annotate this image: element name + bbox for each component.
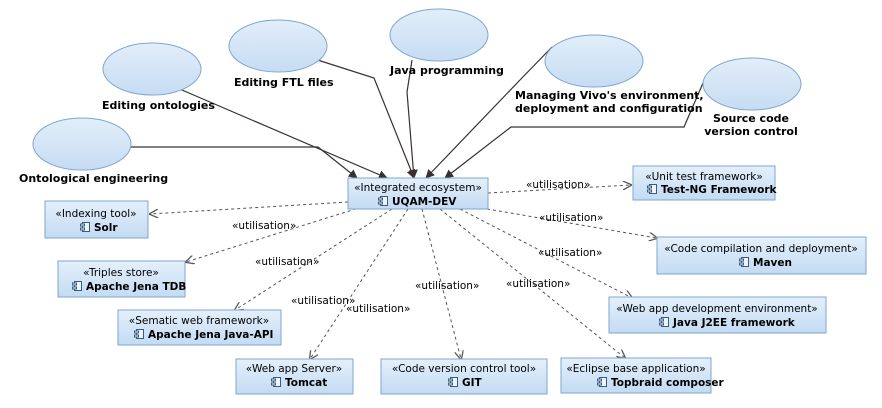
component-box bbox=[57, 260, 186, 298]
actor-ellipse bbox=[389, 8, 489, 62]
actor-ellipse bbox=[102, 42, 202, 96]
component-box bbox=[235, 358, 354, 395]
association-java-programming bbox=[406, 59, 418, 179]
component-code-version-control: «Code version control tool» GIT bbox=[380, 358, 548, 395]
actor-label: Editing FTL files bbox=[234, 76, 334, 89]
actor-managing-vivo: Managing Vivo's environment, deployment … bbox=[515, 34, 704, 115]
dependency-maven bbox=[486, 208, 657, 238]
central-name: UQAM-DEV bbox=[392, 196, 457, 208]
actor-associations bbox=[127, 46, 704, 179]
component-unit-test: «Unit test framework» Test-NG Framework bbox=[632, 165, 777, 201]
dependency-tomcat bbox=[310, 208, 409, 359]
component-box bbox=[608, 296, 827, 334]
association-ontological-engineering bbox=[127, 146, 358, 179]
central-component: «Integrated ecosystem» UQAM-DEV bbox=[347, 177, 489, 210]
actor-label: Editing ontologies bbox=[102, 99, 215, 112]
component-code-compilation: «Code compilation and deployment» Maven bbox=[656, 236, 867, 275]
actor-java-programming: Java programming bbox=[389, 8, 504, 77]
component-name: Apache Jena Java-API bbox=[148, 329, 273, 341]
actor-ellipse bbox=[702, 57, 802, 111]
component-box bbox=[117, 309, 282, 346]
actor-label: Ontological engineering bbox=[19, 172, 168, 185]
actor-source-control: Source code version control bbox=[702, 57, 802, 138]
dependency-jena-tdb bbox=[186, 206, 363, 262]
edge-label-topbraid: «utilisation» bbox=[506, 278, 570, 290]
actor-label: Java programming bbox=[389, 64, 504, 77]
actor-ellipse bbox=[228, 19, 328, 73]
component-box bbox=[560, 357, 712, 394]
component-triples-store: «Triples store» Apache Jena TDB bbox=[57, 260, 186, 298]
component-stereotype: «Eclipse base application» bbox=[566, 363, 705, 375]
actor-ontological-engineering: Ontological engineering bbox=[19, 117, 168, 185]
component-stereotype: «Unit test framework» bbox=[645, 171, 763, 183]
edge-label-maven: «utilisation» bbox=[539, 212, 603, 224]
edge-label-j2ee: «utilisation» bbox=[538, 247, 602, 259]
component-name: Test-NG Framework bbox=[661, 184, 777, 196]
actor-editing-ontologies: Editing ontologies bbox=[102, 42, 215, 112]
actor-label-line-2: deployment and configuration bbox=[515, 102, 703, 115]
component-name: Maven bbox=[753, 257, 792, 269]
central-box bbox=[347, 177, 489, 210]
dependency-labels: «utilisation» «utilisation» «utilisation… bbox=[232, 179, 603, 315]
actors: Ontological engineering Editing ontologi… bbox=[19, 8, 802, 185]
actor-label-line-1: Source code bbox=[713, 112, 789, 125]
component-stereotype: «Web app Server» bbox=[246, 363, 342, 375]
component-semantic-web-framework: «Sematic web framework» Apache Jena Java… bbox=[117, 309, 282, 346]
component-box bbox=[656, 236, 867, 275]
component-stereotype: «Web app development environment» bbox=[616, 303, 817, 315]
association-managing-vivo bbox=[425, 46, 553, 179]
actor-editing-ftl: Editing FTL files bbox=[228, 19, 334, 89]
component-box bbox=[44, 200, 149, 239]
edge-label-jena-tdb: «utilisation» bbox=[255, 256, 319, 268]
dependency-git bbox=[421, 208, 461, 359]
actor-ellipse bbox=[544, 34, 644, 88]
association-editing-ftl bbox=[301, 54, 416, 179]
component-stereotype: «Code compilation and deployment» bbox=[664, 243, 858, 255]
central-stereotype: «Integrated ecosystem» bbox=[354, 182, 482, 194]
component-name: Solr bbox=[94, 222, 118, 234]
actor-ellipse bbox=[32, 117, 132, 171]
component-name: Topbraid composer bbox=[611, 377, 725, 389]
association-editing-ontologies bbox=[167, 83, 388, 179]
association-source-control bbox=[444, 82, 704, 179]
dependency-jena-api bbox=[235, 208, 393, 310]
component-stereotype: «Indexing tool» bbox=[55, 208, 136, 220]
dependency-j2ee bbox=[459, 208, 632, 298]
component-box bbox=[632, 165, 776, 201]
component-name: Apache Jena TDB bbox=[86, 281, 186, 293]
edge-label-testng: «utilisation» bbox=[526, 179, 590, 191]
actor-label-line-1: Managing Vivo's environment, bbox=[515, 89, 704, 102]
component-name: Java J2EE framework bbox=[672, 317, 796, 329]
component-web-app-dev-env: «Web app development environment» Java J… bbox=[608, 296, 827, 334]
component-name: GIT bbox=[462, 377, 483, 389]
edge-label-tomcat: «utilisation» bbox=[346, 303, 410, 315]
components: «Indexing tool» Solr «Triples store» Apa… bbox=[44, 165, 867, 395]
edge-label-jena-api: «utilisation» bbox=[291, 295, 355, 307]
component-box bbox=[380, 358, 548, 395]
dependency-solr bbox=[150, 201, 349, 214]
component-indexing-tool: «Indexing tool» Solr bbox=[44, 200, 149, 239]
component-web-app-server: «Web app Server» Tomcat bbox=[235, 358, 354, 395]
component-stereotype: «Triples store» bbox=[83, 267, 159, 279]
component-stereotype: «Sematic web framework» bbox=[129, 315, 269, 327]
dependencies bbox=[150, 185, 657, 359]
edge-label-solr: «utilisation» bbox=[232, 220, 296, 232]
component-eclipse-base: «Eclipse base application» Topbraid comp… bbox=[560, 357, 725, 394]
component-stereotype: «Code version control tool» bbox=[392, 363, 536, 375]
component-name: Tomcat bbox=[285, 377, 327, 389]
actor-label-line-2: version control bbox=[704, 125, 798, 138]
edge-label-git: «utilisation» bbox=[415, 280, 479, 292]
